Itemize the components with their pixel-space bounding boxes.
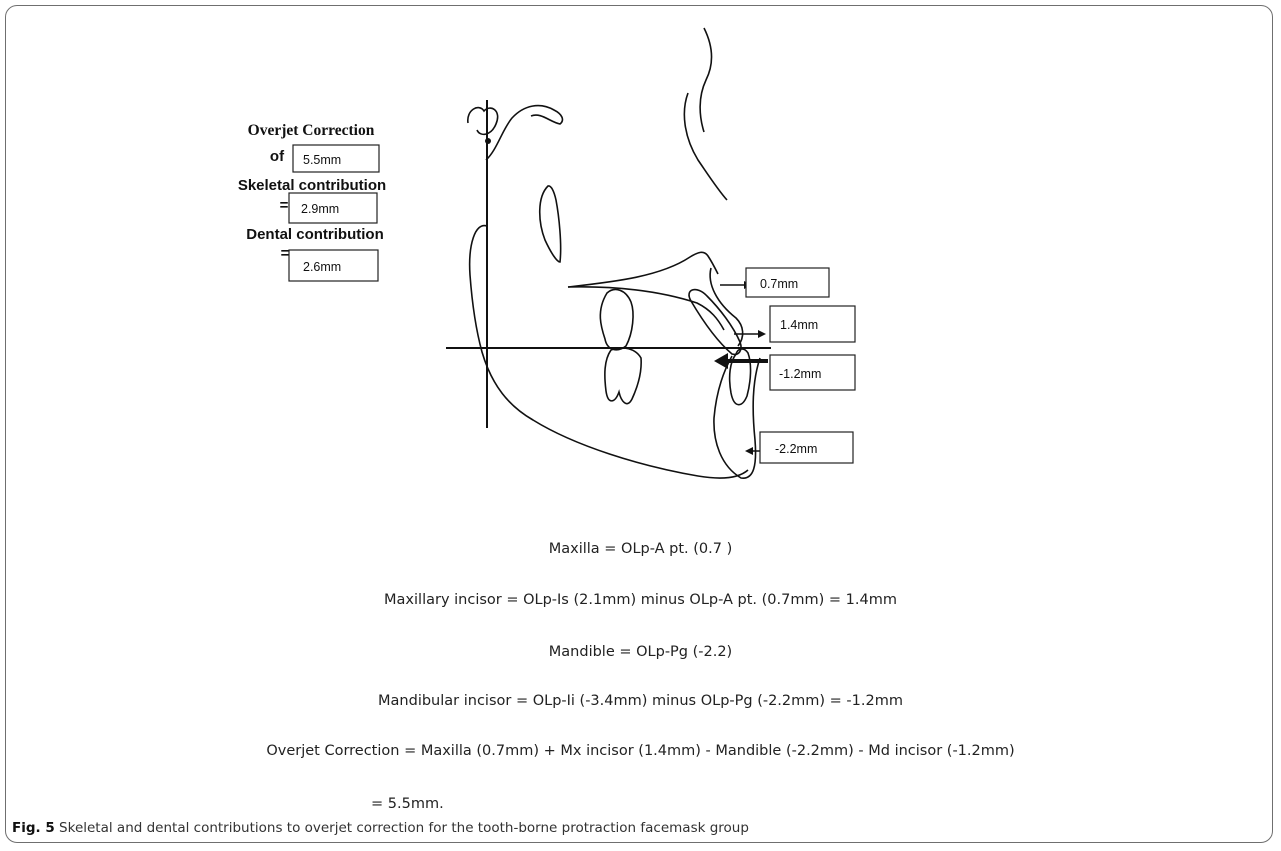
sella-point — [485, 138, 491, 144]
maxillary-incisor-arrowhead — [758, 330, 766, 338]
palatal-lower-outline — [567, 286, 725, 331]
maxillary-incisor — [688, 288, 742, 356]
sella-outline — [467, 106, 499, 136]
skeletal-eq: = — [280, 197, 289, 214]
orbit-outline — [538, 185, 562, 263]
overjet-value: 5.5mm — [303, 153, 341, 167]
palatal-upper-outline — [567, 251, 719, 288]
equation-mandibular-incisor: Mandibular incisor = OLp-Ii (-3.4mm) min… — [378, 693, 903, 709]
mandibular-incisor-box — [769, 354, 856, 391]
equation-maxilla: Maxilla = OLp-A pt. (0.7 ) — [548, 541, 733, 557]
mandibular-incisor-arrowhead — [714, 353, 728, 369]
caption-text: Skeletal and dental contributions to ove… — [54, 820, 749, 836]
overjet-heading: Overjet Correction — [248, 122, 375, 139]
mandible-outline — [468, 224, 749, 479]
nasal-profile — [683, 92, 728, 201]
symphysis-outline — [713, 355, 761, 479]
mandible-arrowhead — [745, 447, 753, 455]
maxillary-molar — [599, 288, 634, 351]
equation-result: = 5.5mm. — [371, 796, 444, 812]
of-label: of — [270, 148, 285, 165]
equation-mandible: Mandible = OLp-Pg (-2.2) — [548, 644, 733, 660]
figure-frame — [5, 5, 1273, 843]
overjet-value-box — [292, 144, 380, 173]
maxillary-incisor-value: 1.4mm — [780, 318, 818, 332]
mandible-box — [759, 431, 854, 464]
mandible-value: -2.2mm — [775, 442, 817, 456]
equation-maxillary-incisor: Maxillary incisor = OLp-Is (2.1mm) minus… — [384, 592, 897, 608]
caption-label: Fig. 5 — [12, 820, 55, 836]
skeletal-value: 2.9mm — [301, 202, 339, 216]
maxilla-value: 0.7mm — [760, 277, 798, 291]
mandibular-incisor — [728, 348, 752, 406]
maxillary-alveolus — [709, 267, 744, 347]
mandibular-incisor-value: -1.2mm — [779, 367, 821, 381]
figure-caption: Fig. 5 Skeletal and dental contributions… — [12, 820, 749, 836]
maxillary-incisor-box — [769, 305, 856, 343]
forehead-profile — [699, 27, 713, 133]
dental-eq: = — [281, 245, 290, 262]
dental-value-box — [288, 249, 379, 282]
maxilla-box — [745, 267, 830, 298]
skeletal-heading: Skeletal contribution — [238, 177, 386, 194]
dental-value: 2.6mm — [303, 260, 341, 274]
anterior-cranial-base — [485, 104, 564, 161]
dental-heading: Dental contribution — [246, 226, 384, 243]
equation-overjet-correction: Overjet Correction = Maxilla (0.7mm) + M… — [266, 743, 1015, 759]
mandibular-molar — [604, 347, 642, 405]
skeletal-value-box — [288, 192, 378, 224]
